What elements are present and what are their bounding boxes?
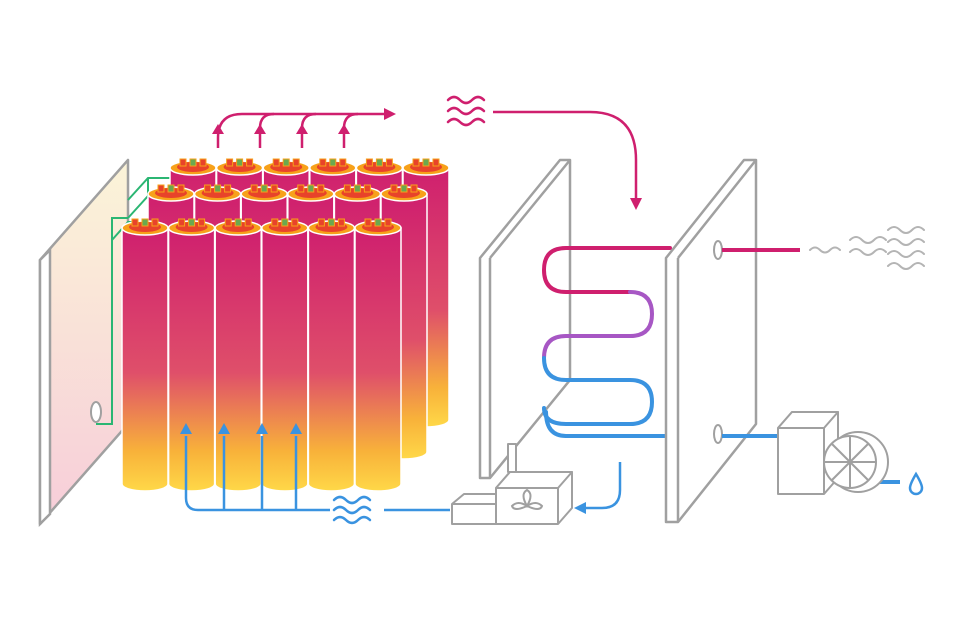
wavy-lines-icon [446, 95, 486, 127]
wavy-lines-icon [332, 495, 372, 525]
battery-cell [354, 218, 402, 492]
cooling-plate-left [38, 158, 130, 528]
water-drop-icon [908, 471, 924, 496]
heat-exchanger-front-plate [478, 158, 572, 480]
radiator-fan-unit [777, 411, 889, 495]
battery-cell [214, 218, 262, 492]
battery-cell [121, 218, 169, 492]
arrow-icon [180, 423, 586, 514]
wavy-lines-icon [809, 226, 925, 270]
heat-exchanger-back-plate [664, 158, 758, 524]
arrow-icon [212, 108, 642, 210]
battery-cell-array [121, 158, 450, 492]
battery-cell [167, 218, 216, 492]
heat-exchanger-coil [541, 246, 672, 438]
cold-inflow-arrows [184, 436, 622, 512]
battery-cell [307, 218, 356, 492]
fan-icon [510, 488, 544, 510]
circulation-pump [451, 443, 573, 525]
battery-cell [261, 218, 309, 492]
